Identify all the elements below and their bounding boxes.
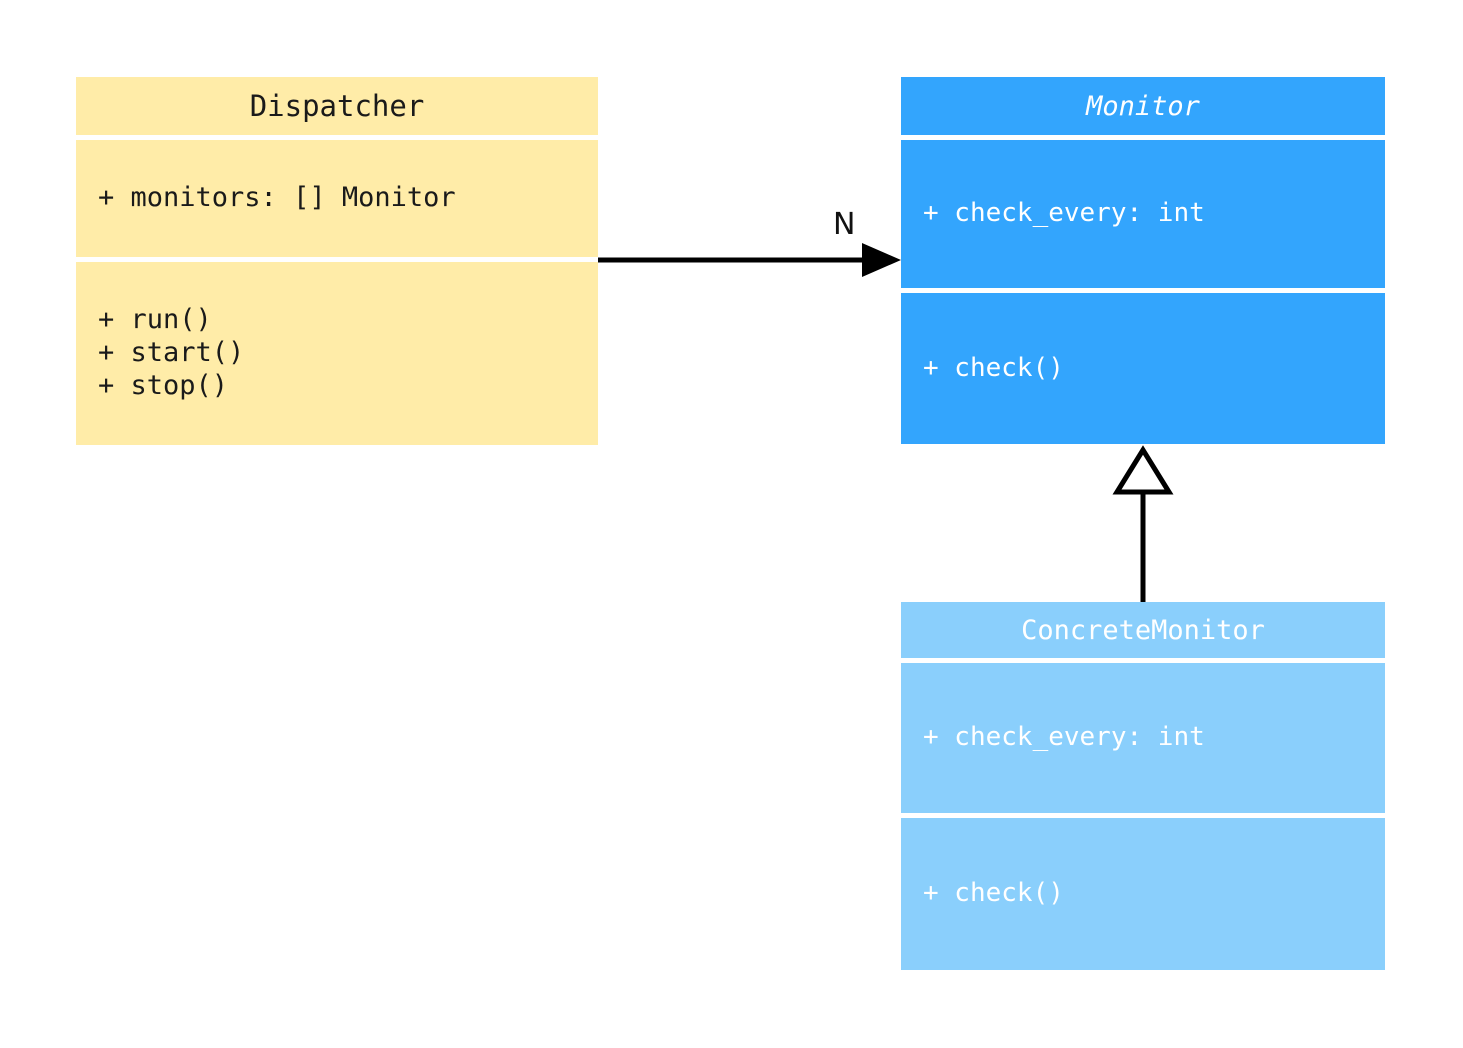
class-box-monitor[interactable]: Monitor + check_every: int + check() — [901, 77, 1385, 444]
hollow-triangle-arrowhead-icon — [1112, 445, 1174, 495]
attribute-row: + check_every: int — [923, 722, 1205, 753]
attributes-compartment-dispatcher: + monitors: [] Monitor — [76, 140, 598, 257]
compartment-divider — [76, 135, 598, 140]
class-title-concrete-monitor: ConcreteMonitor — [901, 602, 1385, 658]
methods-compartment-monitor: + check() — [901, 293, 1385, 444]
attributes-compartment-concrete-monitor: + check_every: int — [901, 663, 1385, 813]
association-multiplicity-label: N — [833, 207, 856, 242]
method-row: + start() — [98, 337, 245, 369]
generalization-arrow-concrete-monitor-to-monitor — [1112, 445, 1174, 602]
methods-compartment-dispatcher: + run() + start() + stop() — [76, 262, 598, 445]
attributes-compartment-monitor: + check_every: int — [901, 140, 1385, 288]
compartment-divider — [901, 658, 1385, 663]
method-row: + stop() — [98, 369, 229, 401]
attribute-row: + monitors: [] Monitor — [98, 182, 456, 214]
compartment-divider — [76, 257, 598, 262]
attribute-row: + check_every: int — [923, 198, 1205, 229]
compartment-divider — [901, 288, 1385, 293]
association-arrow-dispatcher-to-monitor — [598, 243, 901, 277]
method-row: + run() — [98, 304, 212, 336]
class-title-monitor: Monitor — [901, 77, 1385, 135]
class-title-dispatcher: Dispatcher — [76, 77, 598, 135]
filled-triangle-arrowhead-icon — [862, 243, 901, 277]
compartment-divider — [901, 813, 1385, 818]
method-row: + check() — [923, 352, 1064, 383]
class-box-concrete-monitor[interactable]: ConcreteMonitor + check_every: int + che… — [901, 602, 1385, 970]
method-row: + check() — [923, 878, 1064, 909]
compartment-divider — [901, 135, 1385, 140]
methods-compartment-concrete-monitor: + check() — [901, 818, 1385, 970]
class-box-dispatcher[interactable]: Dispatcher + monitors: [] Monitor + run(… — [76, 77, 598, 445]
